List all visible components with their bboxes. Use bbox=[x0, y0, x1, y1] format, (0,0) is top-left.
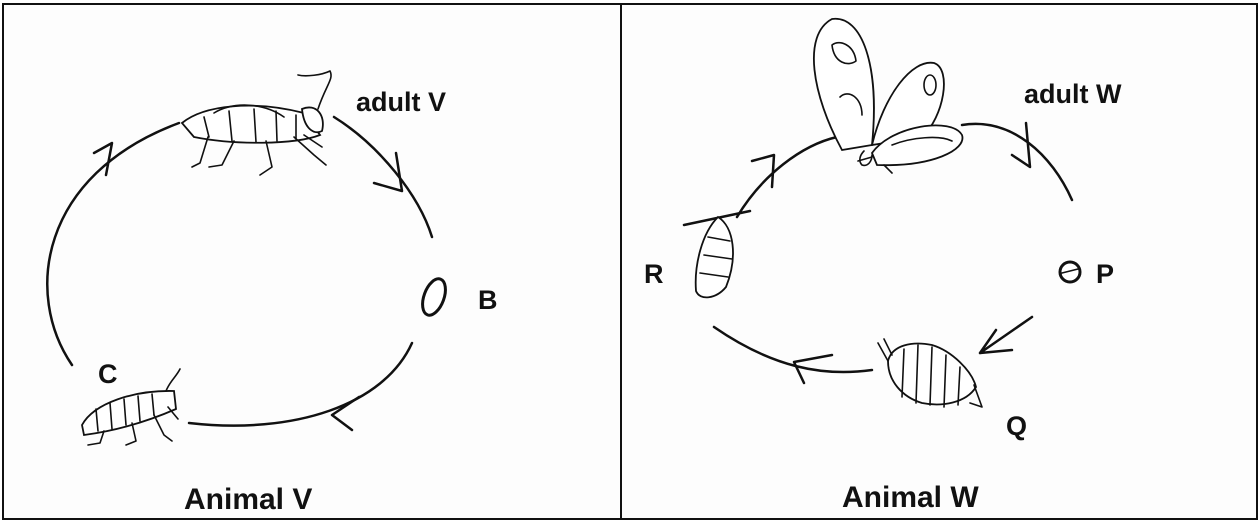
butterfly-icon bbox=[814, 19, 963, 173]
arrowhead-top-right bbox=[374, 153, 402, 191]
nymph-icon bbox=[82, 369, 180, 445]
panel-animal-w: adult W P Q R Animal W bbox=[620, 3, 1258, 520]
panel-animal-v: adult V B C Animal V bbox=[2, 3, 622, 520]
pupa-icon bbox=[684, 211, 750, 297]
cycle-arc-left bbox=[47, 123, 179, 365]
grasshopper-adult-icon bbox=[182, 71, 331, 175]
stage-label-c: C bbox=[98, 361, 118, 388]
cycle-arc-top-right bbox=[962, 124, 1072, 200]
stage-label-b: B bbox=[478, 287, 498, 314]
arrow-p-to-q bbox=[980, 317, 1032, 353]
stage-label-adult-v: adult V bbox=[356, 89, 446, 116]
panel-title-animal-w: Animal W bbox=[842, 483, 979, 513]
life-cycle-diagram-w bbox=[622, 5, 1256, 518]
cycle-arc-top-right bbox=[334, 117, 432, 237]
arrowhead-left bbox=[94, 143, 112, 175]
caterpillar-icon bbox=[878, 339, 982, 407]
stage-label-r: R bbox=[644, 261, 664, 288]
cycle-arc-bottom bbox=[714, 327, 872, 372]
cycle-arc-left bbox=[737, 137, 837, 217]
cycle-arc-bottom-right bbox=[189, 343, 412, 426]
arrowhead-bottom bbox=[332, 397, 359, 430]
stage-label-p: P bbox=[1096, 261, 1114, 288]
stage-label-adult-w: adult W bbox=[1024, 81, 1121, 108]
life-cycle-diagram-v bbox=[4, 5, 620, 518]
panel-title-animal-v: Animal V bbox=[184, 485, 312, 515]
egg-icon bbox=[418, 276, 450, 319]
stage-label-q: Q bbox=[1006, 413, 1027, 440]
egg-icon bbox=[1060, 262, 1080, 282]
arrowhead-top-right bbox=[1012, 123, 1030, 167]
